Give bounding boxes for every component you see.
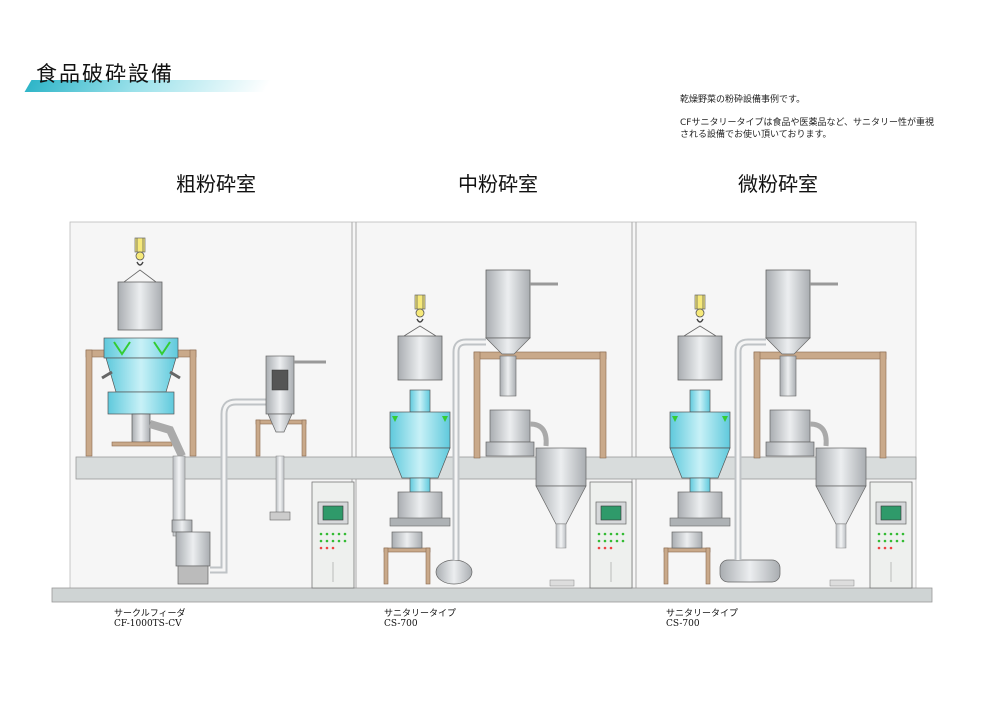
caption-machine-coarse: サークルフィーダ xyxy=(114,609,186,619)
caption-machine-fine: サニタリータイプ xyxy=(666,609,739,619)
coarse-room-equipment xyxy=(85,237,355,589)
page-title: 食品破砕設備 xyxy=(36,62,174,86)
fine-room-equipment xyxy=(663,269,913,589)
caption-model-coarse: CF-1000TS-CV xyxy=(114,619,182,629)
caption-model-medium: CS-700 xyxy=(384,619,418,629)
ground-floor xyxy=(51,587,933,603)
description-line-3: される設備でお使い頂いております。 xyxy=(680,130,832,140)
caption-machine-medium: サニタリータイプ xyxy=(384,609,457,619)
room-name-coarse: 粗粉砕室 xyxy=(176,172,256,196)
caption-model-fine: CS-700 xyxy=(666,619,700,629)
medium-room-equipment xyxy=(383,269,633,589)
description-line-2: CFサニタリータイプは食品や医薬品など、サニタリー性が重視 xyxy=(680,118,935,128)
description-line-1: 乾燥野菜の粉砕設備事例です。 xyxy=(680,95,806,105)
room-name-medium: 中粉砕室 xyxy=(458,172,538,196)
room-name-fine: 微粉砕室 xyxy=(738,172,818,196)
upper-floor-slab xyxy=(75,456,917,480)
page-title-block: 食品破砕設備 xyxy=(24,58,272,94)
